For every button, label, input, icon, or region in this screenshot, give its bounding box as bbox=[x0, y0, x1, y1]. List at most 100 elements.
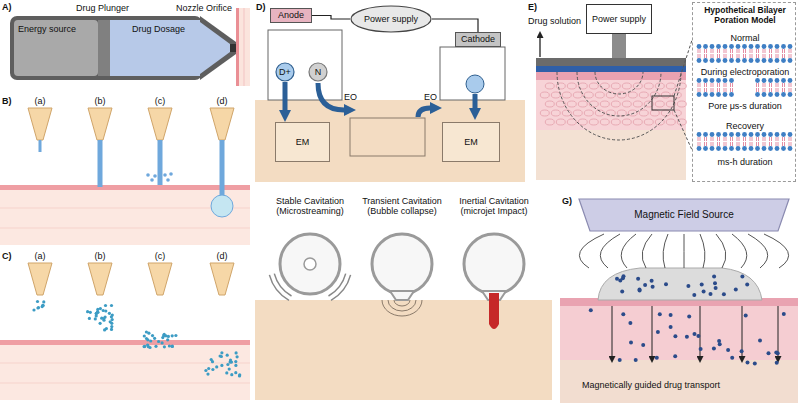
lipid-tail bbox=[745, 142, 746, 146]
lipid-tail bbox=[763, 137, 764, 141]
streaming-wave bbox=[331, 275, 351, 301]
electromigration-zone: EM bbox=[275, 122, 330, 162]
lipid-head bbox=[749, 132, 754, 137]
powder-particle bbox=[89, 311, 92, 314]
electrode-stem bbox=[612, 34, 626, 58]
lipid-tail bbox=[698, 54, 699, 58]
tissue-zone bbox=[350, 118, 425, 156]
panel-label: B) bbox=[2, 96, 12, 106]
lipid-tail bbox=[743, 142, 744, 146]
lipid-tail bbox=[745, 54, 746, 58]
skin-cell bbox=[545, 119, 554, 125]
lipid-tail bbox=[698, 88, 699, 92]
powder-particle bbox=[143, 345, 146, 348]
lipid-head bbox=[768, 78, 773, 83]
lipid-head bbox=[697, 58, 702, 63]
lipid-tail bbox=[713, 83, 714, 87]
magnetic-particle bbox=[618, 279, 622, 283]
powder-particle bbox=[206, 373, 209, 376]
lipid-tail bbox=[724, 137, 725, 141]
powder-particle bbox=[171, 345, 174, 348]
lipid-tail bbox=[776, 88, 777, 92]
nozzle-drug bbox=[200, 22, 230, 74]
lipid-head bbox=[762, 132, 767, 137]
magnetic-particle bbox=[628, 321, 632, 325]
lipid-tail bbox=[771, 54, 772, 58]
lipid-head bbox=[697, 44, 702, 49]
powder-particle bbox=[236, 355, 239, 358]
powder-particle bbox=[104, 309, 107, 312]
skin-cell bbox=[617, 110, 626, 116]
magnetic-particle bbox=[664, 282, 668, 286]
lipid-head bbox=[768, 44, 773, 49]
state-label: During electroporation bbox=[695, 67, 795, 77]
powder-particle bbox=[204, 369, 207, 372]
node-text: N bbox=[315, 67, 322, 77]
nozzle bbox=[88, 108, 112, 140]
magnetic-particle bbox=[722, 292, 726, 296]
part-label: Drug Plunger bbox=[76, 3, 129, 13]
skin-cell bbox=[644, 83, 653, 89]
lipid-head bbox=[729, 146, 734, 151]
lipid-tail bbox=[726, 83, 727, 87]
powder-particle bbox=[211, 368, 214, 371]
node-shape bbox=[309, 63, 327, 81]
skin-cell bbox=[578, 101, 587, 107]
lipid-head bbox=[742, 58, 747, 63]
mechanism-title: Inertial Cavitation (microjet Impact) bbox=[448, 196, 540, 217]
step-label: (b) bbox=[85, 251, 115, 261]
lipid-head bbox=[710, 92, 715, 97]
magnetic-particle bbox=[718, 342, 722, 346]
liquid-jet bbox=[98, 140, 103, 187]
lipid-tail bbox=[791, 137, 792, 141]
powder-particle bbox=[103, 328, 106, 331]
lipid-tail bbox=[791, 88, 792, 92]
powder-particle bbox=[99, 322, 102, 325]
magnetic-particle bbox=[726, 348, 730, 352]
skin-layer bbox=[0, 228, 250, 229]
lipid-tail bbox=[763, 49, 764, 53]
part-label: Drug solution bbox=[528, 16, 581, 26]
lipid-tail bbox=[730, 137, 731, 141]
lipid-tail bbox=[730, 49, 731, 53]
magnetic-field-line bbox=[700, 234, 705, 268]
liquid-jet bbox=[158, 140, 163, 185]
powder-particle bbox=[238, 374, 241, 377]
electroosmosis-arrow bbox=[318, 83, 344, 110]
lipid-tail bbox=[756, 88, 757, 92]
powder-particle bbox=[37, 306, 40, 309]
lipid-tail bbox=[758, 49, 759, 53]
lipid-tail bbox=[750, 49, 751, 53]
lipid-head bbox=[716, 146, 721, 151]
skin-cell bbox=[589, 119, 598, 125]
lipid-tail bbox=[726, 88, 727, 92]
powder-particle bbox=[226, 363, 229, 366]
shock-wave bbox=[388, 300, 416, 311]
powder-particle bbox=[111, 314, 114, 317]
magnetic-particle bbox=[673, 334, 677, 338]
lipid-head bbox=[736, 58, 741, 63]
lipid-tail bbox=[784, 49, 785, 53]
part-label: Nozzle Orifice bbox=[176, 3, 232, 13]
powder-particle bbox=[215, 365, 218, 368]
lipid-head bbox=[703, 92, 708, 97]
powder-particle bbox=[149, 339, 152, 342]
lipid-tail bbox=[758, 83, 759, 87]
lipid-head bbox=[788, 146, 793, 151]
powder-particle bbox=[226, 354, 229, 357]
powder-particle bbox=[219, 354, 222, 357]
lipid-tail bbox=[700, 142, 701, 146]
duration-note: Pore μs-s duration bbox=[695, 101, 795, 111]
lipid-tail bbox=[791, 49, 792, 53]
lipid-tail bbox=[784, 54, 785, 58]
skin-cell bbox=[622, 119, 631, 125]
lipid-head bbox=[781, 146, 786, 151]
drug-plunger bbox=[98, 20, 110, 76]
magnetic-particle bbox=[655, 356, 659, 360]
lipid-head bbox=[703, 78, 708, 83]
nozzle bbox=[28, 108, 52, 140]
magnetic-particle bbox=[740, 275, 744, 279]
skin bbox=[255, 300, 552, 400]
lipid-tail bbox=[769, 88, 770, 92]
skin-cell bbox=[551, 110, 560, 116]
